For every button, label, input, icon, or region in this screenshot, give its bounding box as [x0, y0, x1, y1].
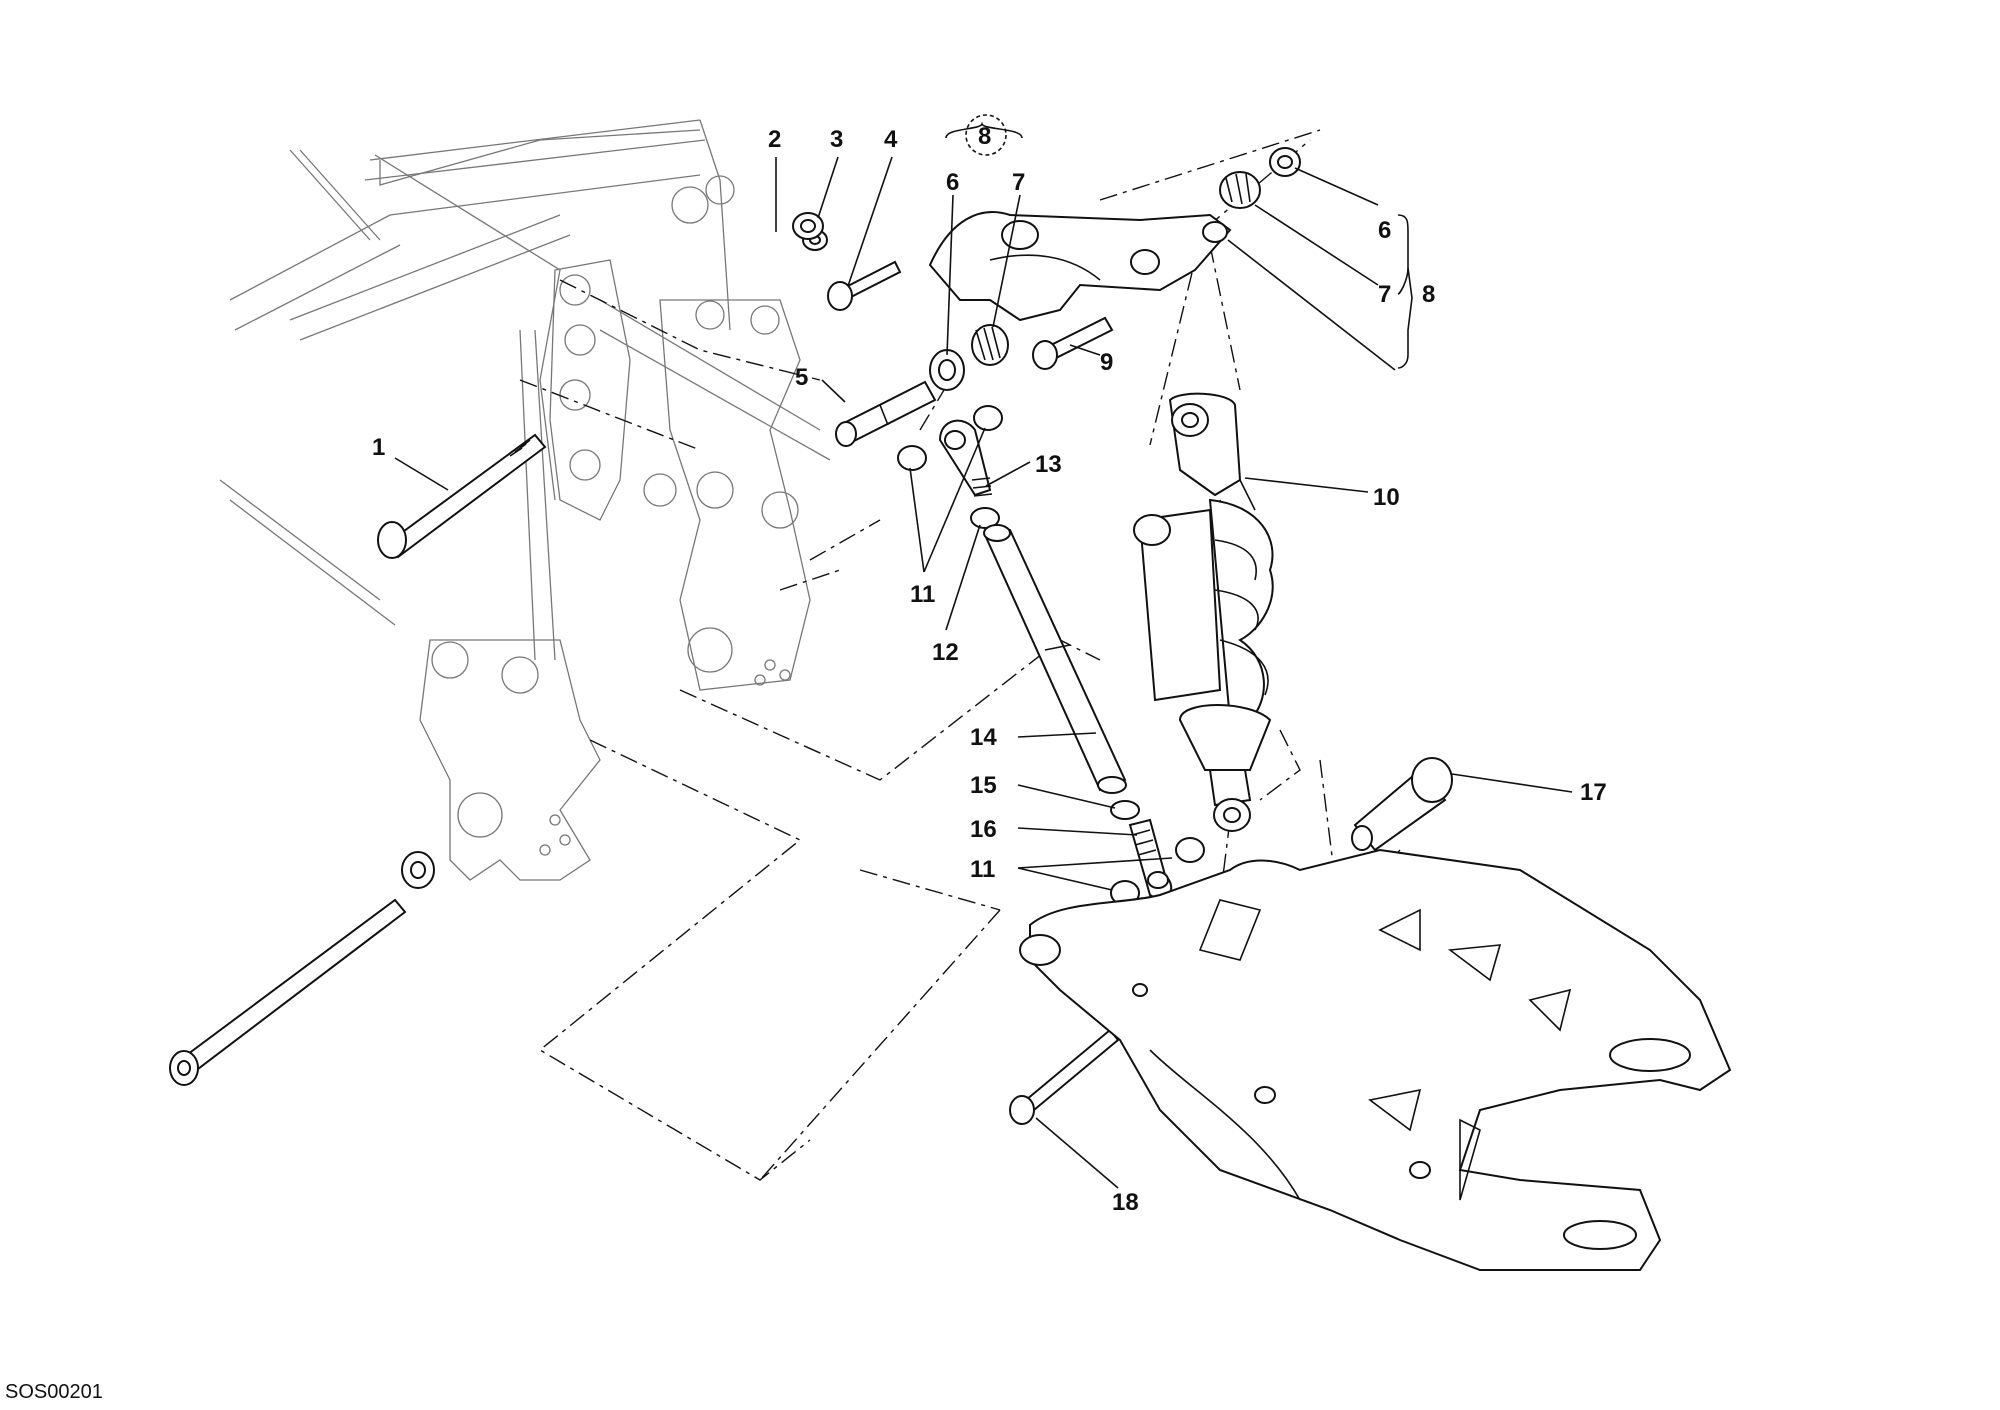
part-17-pin — [1351, 757, 1453, 852]
callout-13: 13 — [1035, 451, 1062, 478]
callout-7-upper: 7 — [1012, 169, 1025, 196]
callout-3: 3 — [830, 126, 843, 153]
callout-9: 9 — [1100, 349, 1113, 376]
frame-ghost-drawing — [219, 119, 831, 881]
part-12-nut — [970, 507, 1000, 529]
part-5-spacer — [835, 380, 937, 447]
part-7-bearing-left — [971, 324, 1009, 366]
callout-5: 5 — [795, 364, 808, 391]
callout-7-right: 7 — [1378, 281, 1391, 308]
part-11-bushes-lower — [1110, 837, 1205, 906]
callout-15: 15 — [970, 772, 997, 799]
part-3-bush — [792, 212, 824, 240]
part-13-rod-end-upper — [938, 419, 993, 497]
swingarm — [1019, 848, 1732, 1271]
part-14-tie-rod — [983, 524, 1127, 794]
callout-11-lower: 11 — [970, 856, 995, 883]
callout-6-right: 6 — [1378, 217, 1391, 244]
callout-16: 16 — [970, 816, 997, 843]
swingarm-pivot-shaft — [169, 851, 435, 1086]
callout-labels: 1 2 3 4 5 6 7 8 6 7 8 9 10 11 12 13 14 1… — [372, 114, 1607, 1216]
callout-14: 14 — [970, 724, 997, 751]
part-15-nut — [1110, 800, 1140, 820]
callout-1: 1 — [372, 434, 385, 461]
part-6-seal-left — [929, 349, 965, 391]
callout-8-top: 8 — [978, 123, 991, 150]
part-10-rear-shock-absorber — [1133, 392, 1274, 832]
part-7-bearing-right — [1219, 171, 1261, 209]
part-4-bolt — [827, 260, 902, 311]
part-18-bolt — [1009, 1028, 1120, 1125]
callout-4: 4 — [884, 126, 898, 153]
callout-8-dashed-circle — [965, 114, 1007, 156]
drawing-code: SOS00201 — [5, 1381, 103, 1403]
callout-18: 18 — [1112, 1189, 1139, 1216]
callout-8-right: 8 — [1422, 281, 1435, 308]
leader-lines — [394, 121, 1573, 1189]
callout-6-upper: 6 — [946, 169, 959, 196]
callout-17: 17 — [1580, 779, 1607, 806]
part-6-seal-right — [1269, 147, 1301, 177]
callout-10: 10 — [1373, 484, 1400, 511]
callout-11-upper: 11 — [910, 581, 935, 608]
part-11-bushes-upper — [897, 405, 1003, 471]
part-1-long-bolt — [377, 433, 547, 559]
callout-2: 2 — [768, 126, 781, 153]
part-8-rocker-linkage — [928, 211, 1232, 322]
part-9-bolt — [1032, 316, 1114, 370]
callout-12: 12 — [932, 639, 959, 666]
